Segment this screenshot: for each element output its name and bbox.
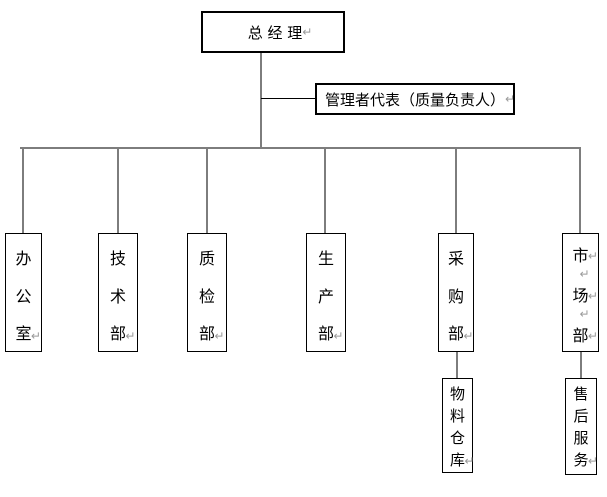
node-material-warehouse[interactable]: 物 料 仓 库 ↵ [442,378,475,473]
material-warehouse-char: 料 [449,406,465,425]
aftersales-char: 后 [573,406,589,425]
pilcrow-icon: ↵ [505,92,516,106]
aftersales-char: 务 ↵ [573,450,598,469]
aftersales-char: 售 [573,384,589,403]
pilcrow-icon: ↵ [587,289,598,303]
production-char: 产 [317,286,334,306]
connector-main-horizontal [20,147,580,149]
market-blank-line: ↵ [579,304,589,324]
connector-management-rep-branch [261,98,315,99]
technology-char: 术 [109,286,126,306]
pilcrow-icon: ↵ [587,329,598,343]
node-general-manager[interactable]: 总 经 理 ↵ [201,11,345,53]
material-warehouse-char: 仓 [449,428,465,447]
pilcrow-icon: ↵ [30,329,41,344]
market-char: 部 ↵ [572,326,598,345]
quality-inspection-char: 部 ↵ [198,324,225,344]
pilcrow-icon: ↵ [214,329,225,344]
material-warehouse-char: 物 [449,384,465,403]
node-aftersales-service[interactable]: 售 后 服 务 ↵ [565,378,598,475]
purchasing-char: 购 [447,286,464,306]
purchasing-char: 采 [447,248,464,268]
pilcrow-icon: ↵ [463,329,474,344]
connector-purchasing-warehouse [456,352,458,378]
production-char: 生 [317,248,334,268]
connector-drop-office [22,147,24,233]
office-char: 办 [15,248,32,268]
office-char: 公 [15,286,32,306]
node-technology[interactable]: 技 术 部 ↵ [98,233,138,352]
market-char: 场 ↵ [572,286,598,305]
node-market[interactable]: 市 ↵ ↵ 场 ↵ ↵ 部 ↵ [562,233,599,352]
aftersales-char: 服 [573,428,589,447]
quality-inspection-char: 检 [198,286,215,306]
pilcrow-icon: ↵ [587,454,598,468]
technology-char: 部 ↵ [109,324,136,344]
purchasing-char: 部 ↵ [447,324,474,344]
pilcrow-icon: ↵ [302,25,313,39]
pilcrow-icon: ↵ [333,329,344,344]
pilcrow-icon: ↵ [579,307,590,321]
market-char: 市 ↵ [572,246,598,265]
node-purchasing[interactable]: 采 购 部 ↵ [438,233,474,352]
pilcrow-icon: ↵ [579,267,590,281]
quality-inspection-char: 质 [198,248,215,268]
connector-drop-purchasing [455,147,457,233]
node-office[interactable]: 办 公 室 ↵ [5,233,42,352]
pilcrow-icon: ↵ [125,329,136,344]
connector-drop-quality-inspection [206,147,208,233]
production-char: 部 ↵ [317,324,344,344]
management-rep-label: 管理者代表（质量负责人） [325,90,506,109]
connector-drop-market [579,147,581,233]
office-char: 室 ↵ [15,324,41,344]
connector-drop-technology [117,147,119,233]
connector-market-aftersales [580,352,582,378]
market-blank-line: ↵ [579,264,589,284]
material-warehouse-char: 库 ↵ [449,450,475,469]
node-quality-inspection[interactable]: 质 检 部 ↵ [187,233,227,352]
general-manager-label: 总 经 理 [247,23,303,42]
node-management-rep[interactable]: 管理者代表（质量负责人） ↵ [315,83,515,115]
pilcrow-icon: ↵ [587,249,598,263]
connector-drop-production [324,147,326,233]
pilcrow-icon: ↵ [464,454,475,468]
technology-char: 技 [109,248,126,268]
node-production[interactable]: 生 产 部 ↵ [306,233,346,352]
connector-root-vertical [260,53,262,149]
